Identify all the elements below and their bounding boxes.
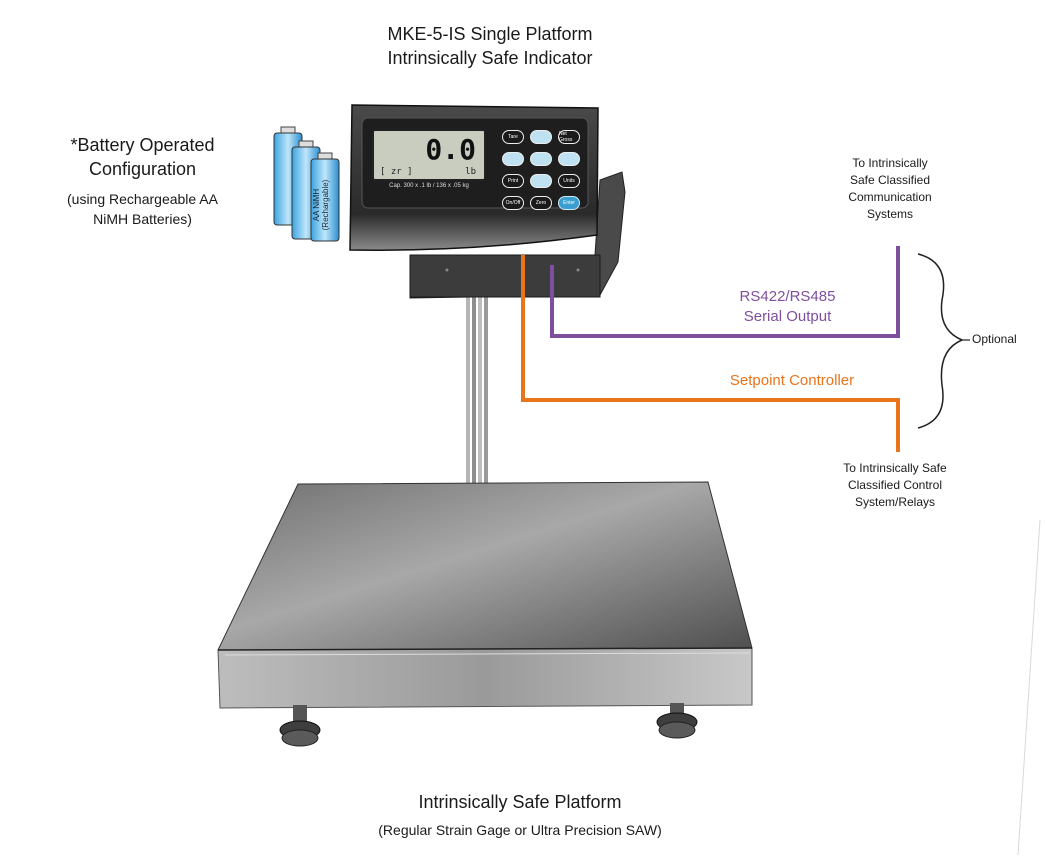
battery-subtitle: (using Rechargeable AA NiMH Batteries) bbox=[30, 189, 255, 229]
comm-destination-line-2: Safe Classified bbox=[849, 173, 931, 187]
on-off-key[interactable]: On/Off bbox=[502, 196, 524, 210]
platform-subtitle: (Regular Strain Gage or Ultra Precision … bbox=[378, 822, 662, 838]
zero-key[interactable]: Zero bbox=[530, 196, 552, 210]
mounting-bracket bbox=[409, 171, 626, 299]
lcd-display: 0.0 [ zr ] lb bbox=[372, 129, 486, 181]
enter-key[interactable]: Enter bbox=[558, 196, 580, 210]
rs485-serial-line bbox=[550, 246, 900, 338]
control-destination-line-2: Classified Control bbox=[847, 478, 943, 492]
comm-destination-line-1: To Intrinsically bbox=[852, 156, 928, 170]
key-1[interactable] bbox=[530, 130, 552, 144]
setpoint-controller-label: Setpoint Controller bbox=[729, 372, 855, 389]
keypad: Tare Net Gross Print Units On/Off Zero E… bbox=[498, 128, 584, 214]
weighing-platform bbox=[217, 481, 753, 709]
comm-destination-line-4: Systems bbox=[866, 207, 913, 221]
battery-icon bbox=[273, 126, 340, 242]
key-5[interactable] bbox=[530, 152, 552, 166]
indicator-title-line-2: Intrinsically Safe Indicator bbox=[387, 48, 593, 68]
battery-title: *Battery Operated Configuration bbox=[30, 133, 255, 181]
margin-line bbox=[1017, 519, 1041, 856]
battery-title-line-1: *Battery Operated bbox=[70, 135, 215, 155]
platform-feet bbox=[279, 703, 698, 747]
key-8[interactable] bbox=[530, 174, 552, 188]
optional-brace bbox=[917, 253, 964, 429]
battery-cell-label-line-2: (Rechargable) bbox=[321, 179, 330, 231]
comm-destination-line-3: Communication bbox=[848, 190, 932, 204]
lcd-weight-value: 0.0 bbox=[425, 133, 476, 166]
battery-subtitle-line-2: NiMH Batteries) bbox=[93, 211, 192, 227]
key-4[interactable] bbox=[502, 152, 524, 166]
platform-title: Intrinsically Safe Platform bbox=[418, 792, 622, 812]
serial-output-line-1: RS422/RS485 bbox=[739, 288, 836, 305]
net-gross-key[interactable]: Net Gross bbox=[558, 130, 580, 144]
capacity-label: Cap. 300 x .1 lb / 136 x .05 kg bbox=[389, 183, 469, 189]
indicator-pole bbox=[466, 290, 488, 490]
battery-cell-label-line-1: AA NiMH bbox=[312, 188, 321, 222]
control-destination-line-1: To Intrinsically Safe bbox=[843, 461, 947, 475]
optional-label: Optional bbox=[972, 332, 1017, 346]
lcd-zero-range: [ zr ] bbox=[380, 167, 413, 177]
indicator-title-line-1: MKE-5-IS Single Platform bbox=[387, 24, 593, 44]
key-6[interactable] bbox=[558, 152, 580, 166]
battery-subtitle-line-1: (using Rechargeable AA bbox=[67, 191, 218, 207]
print-key[interactable]: Print bbox=[502, 174, 524, 188]
control-destination-line-3: System/Relays bbox=[854, 495, 936, 509]
indicator-title: MKE-5-IS Single Platform Intrinsically S… bbox=[300, 22, 680, 70]
comm-destination-label: To Intrinsically Safe Classified Communi… bbox=[820, 155, 960, 223]
setpoint-controller-line bbox=[521, 255, 900, 452]
control-destination-label: To Intrinsically Safe Classified Control… bbox=[795, 460, 995, 511]
serial-output-line-2: Serial Output bbox=[743, 308, 832, 325]
lcd-unit: lb bbox=[465, 167, 476, 177]
battery-title-line-2: Configuration bbox=[88, 159, 197, 179]
units-key[interactable]: Units bbox=[558, 174, 580, 188]
battery-cell-label: AA NiMH (Rechargable) bbox=[312, 165, 330, 245]
tare-key[interactable]: Tare bbox=[502, 130, 524, 144]
serial-output-label: RS422/RS485 Serial Output bbox=[715, 287, 860, 327]
